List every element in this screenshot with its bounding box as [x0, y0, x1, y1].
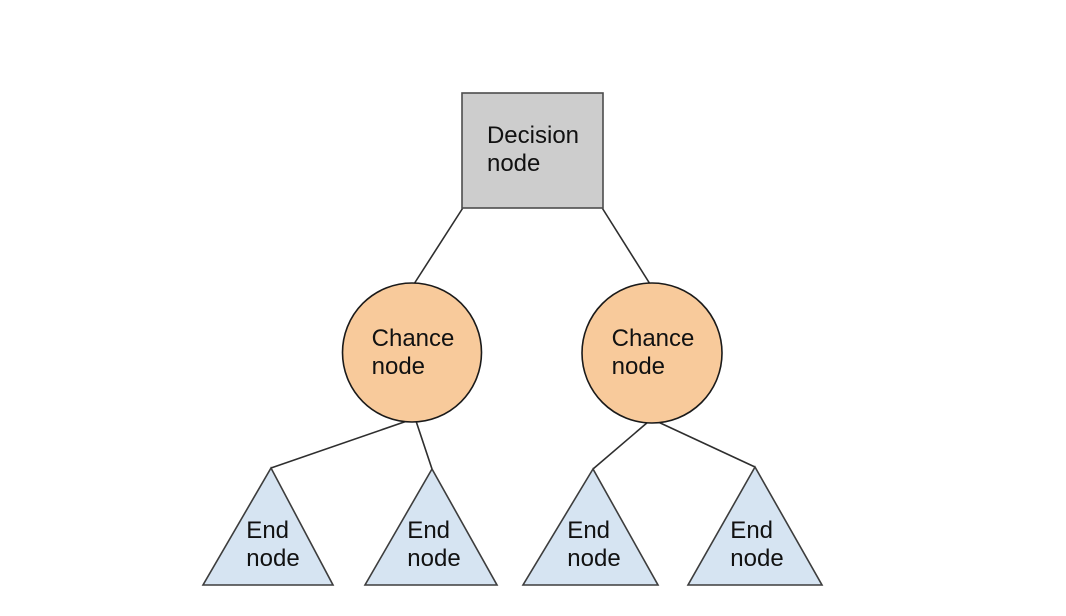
edge-chance-right-to-end-4 [655, 420, 756, 468]
decision-node-square [461, 92, 604, 209]
edge-chance-right-to-end-3 [592, 421, 649, 470]
edge-chance-left-to-end-1 [270, 419, 411, 469]
chance-node-right-circle [581, 282, 723, 424]
end-node-4-triangle [686, 465, 824, 586]
edge-decision-to-chance-left [413, 208, 464, 285]
edge-decision-to-chance-right [601, 208, 651, 285]
edge-chance-left-to-end-2 [415, 420, 433, 470]
end-node-1-triangle [201, 466, 335, 586]
end-node-2-triangle [363, 467, 499, 586]
end-node-3-triangle [521, 467, 660, 586]
chance-node-left-circle [341, 282, 483, 423]
